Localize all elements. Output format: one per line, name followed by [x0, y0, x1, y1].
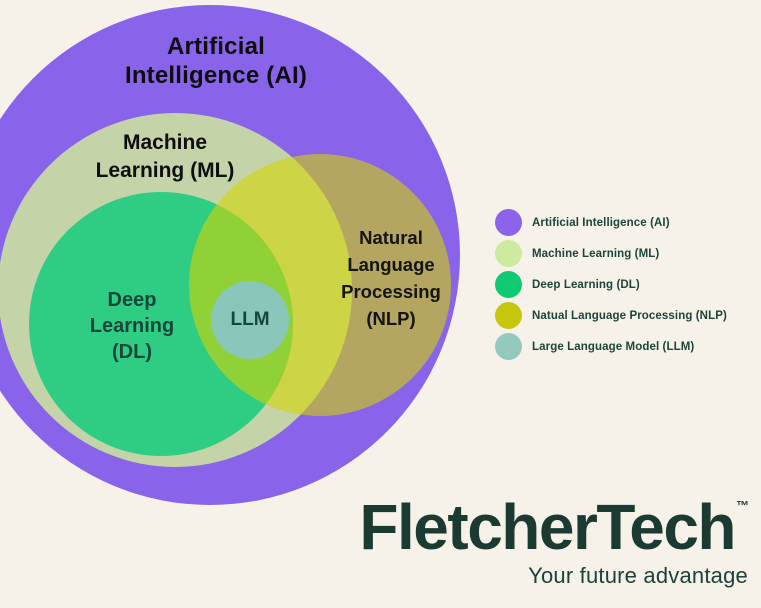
nlp-label-line3: Processing [341, 281, 441, 302]
legend-label-ml: Machine Learning (ML) [532, 247, 660, 260]
nlp-label-line1: Natural [359, 227, 423, 248]
legend-item-ml: Machine Learning (ML) [495, 240, 727, 267]
ml-label: Machine Learning (ML) [96, 129, 235, 185]
ai-label-line1: Artificial [166, 33, 266, 60]
legend-label-dl: Deep Learning (DL) [532, 278, 640, 291]
nlp-label-line4: (NLP) [366, 308, 416, 329]
ml-label-line2: Learning (ML) [95, 159, 235, 182]
brand-logo: FletcherTech™ [359, 495, 749, 559]
trademark-symbol: ™ [736, 498, 749, 513]
nlp-label-line2: Language [347, 254, 435, 275]
brand-name: FletcherTech [359, 491, 736, 563]
legend-swatch-ml-icon [495, 240, 522, 267]
legend-swatch-dl-icon [495, 271, 522, 298]
legend-swatch-llm-icon [495, 333, 522, 360]
brand-block: FletcherTech™ Your future advantage [359, 495, 749, 588]
brand-tagline: Your future advantage [528, 563, 748, 588]
legend-item-ai: Artificial Intelligence (AI) [495, 209, 727, 236]
llm-label: LLM [230, 309, 270, 330]
legend-label-ai: Artificial Intelligence (AI) [532, 216, 670, 229]
legend-item-dl: Deep Learning (DL) [495, 271, 727, 298]
legend-label-nlp: Natual Language Processing (NLP) [532, 309, 727, 322]
dl-label-line1: Deep [107, 289, 157, 311]
dl-label-line2: Learning [89, 315, 175, 337]
ai-label-line2: Intelligence (AI) [124, 62, 308, 89]
llm-circle [211, 281, 289, 359]
dl-label-line3: (DL) [112, 341, 152, 363]
legend-item-nlp: Natual Language Processing (NLP) [495, 302, 727, 329]
ai-label: Artificial Intelligence (AI) [125, 32, 307, 90]
nlp-label: Natural Language Processing (NLP) [341, 224, 441, 332]
legend-swatch-ai-icon [495, 209, 522, 236]
legend-item-llm: Large Language Model (LLM) [495, 333, 727, 360]
dl-label: Deep Learning (DL) [90, 287, 174, 365]
legend-swatch-nlp-icon [495, 302, 522, 329]
legend-label-llm: Large Language Model (LLM) [532, 340, 695, 353]
ml-label-line1: Machine [122, 131, 208, 154]
legend: Artificial Intelligence (AI) Machine Lea… [495, 209, 727, 360]
